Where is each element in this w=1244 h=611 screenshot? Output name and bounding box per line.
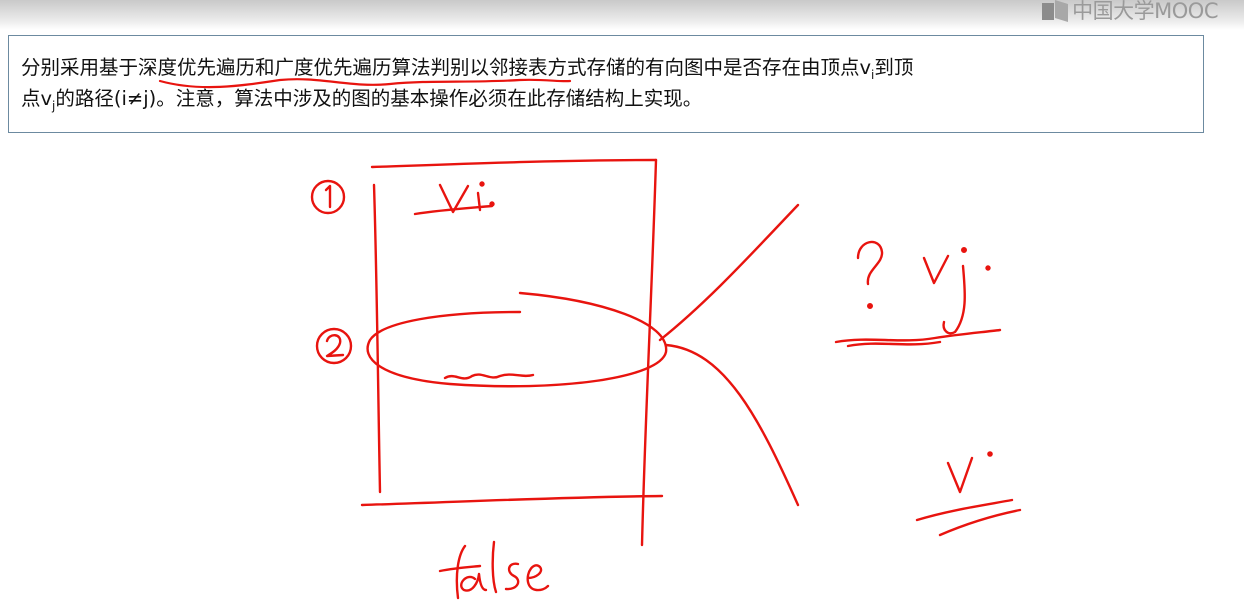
question-text-2b: 的路径(i≠j)。注意，算法中涉及的图的基本操作必须在此存储结构上实现。 bbox=[55, 87, 703, 110]
stack-box-bottom bbox=[360, 494, 664, 507]
question-text-2a: 点v bbox=[21, 87, 53, 110]
mooc-logo-icon bbox=[1042, 0, 1069, 22]
question-text-1a: 分别采用基于深度优先遍历和广度优先遍历算法判别以邻接表方式存储的有向图中是否存在… bbox=[21, 56, 872, 79]
v-right-glyph bbox=[946, 456, 974, 494]
false-glyph bbox=[438, 540, 550, 600]
subscript-i: i bbox=[871, 67, 875, 82]
question-box: 分别采用基于深度优先遍历和广度优先遍历算法判别以邻接表方式存储的有向图中是否存在… bbox=[8, 35, 1204, 133]
stack-box-right bbox=[640, 158, 658, 547]
whiteboard-canvas bbox=[310, 158, 1022, 600]
stack-box-left bbox=[372, 183, 382, 494]
mooc-logo: 中国大学MOOC bbox=[1042, 0, 1218, 24]
stack-box-top bbox=[370, 158, 658, 169]
vi-glyph bbox=[438, 183, 482, 214]
squiggle-mark bbox=[443, 373, 535, 380]
question-line-1: 分别采用基于深度优先遍历和广度优先遍历算法判别以邻接表方式存储的有向图中是否存在… bbox=[21, 52, 1191, 83]
branch-line-up bbox=[658, 203, 800, 342]
question-mark-glyph bbox=[856, 240, 884, 286]
logo-text: 中国大学MOOC bbox=[1072, 0, 1218, 23]
highlight-ellipse bbox=[366, 291, 668, 388]
question-text-1b: 到顶 bbox=[874, 56, 914, 79]
subscript-j: j bbox=[52, 98, 56, 113]
vj-underline bbox=[834, 328, 1002, 344]
top-bar: 中国大学MOOC bbox=[0, 0, 1244, 30]
branch-line-down bbox=[664, 343, 800, 507]
vi-underline-2 bbox=[938, 508, 1022, 537]
vj-glyph bbox=[922, 254, 966, 335]
vj-underline-2 bbox=[846, 340, 942, 348]
vi-underline-1 bbox=[915, 498, 1014, 522]
question-line-2: 点vj的路径(i≠j)。注意，算法中涉及的图的基本操作必须在此存储结构上实现。 bbox=[21, 83, 1191, 114]
circle-step-1 bbox=[310, 179, 346, 215]
circle-step-2 bbox=[315, 327, 353, 365]
